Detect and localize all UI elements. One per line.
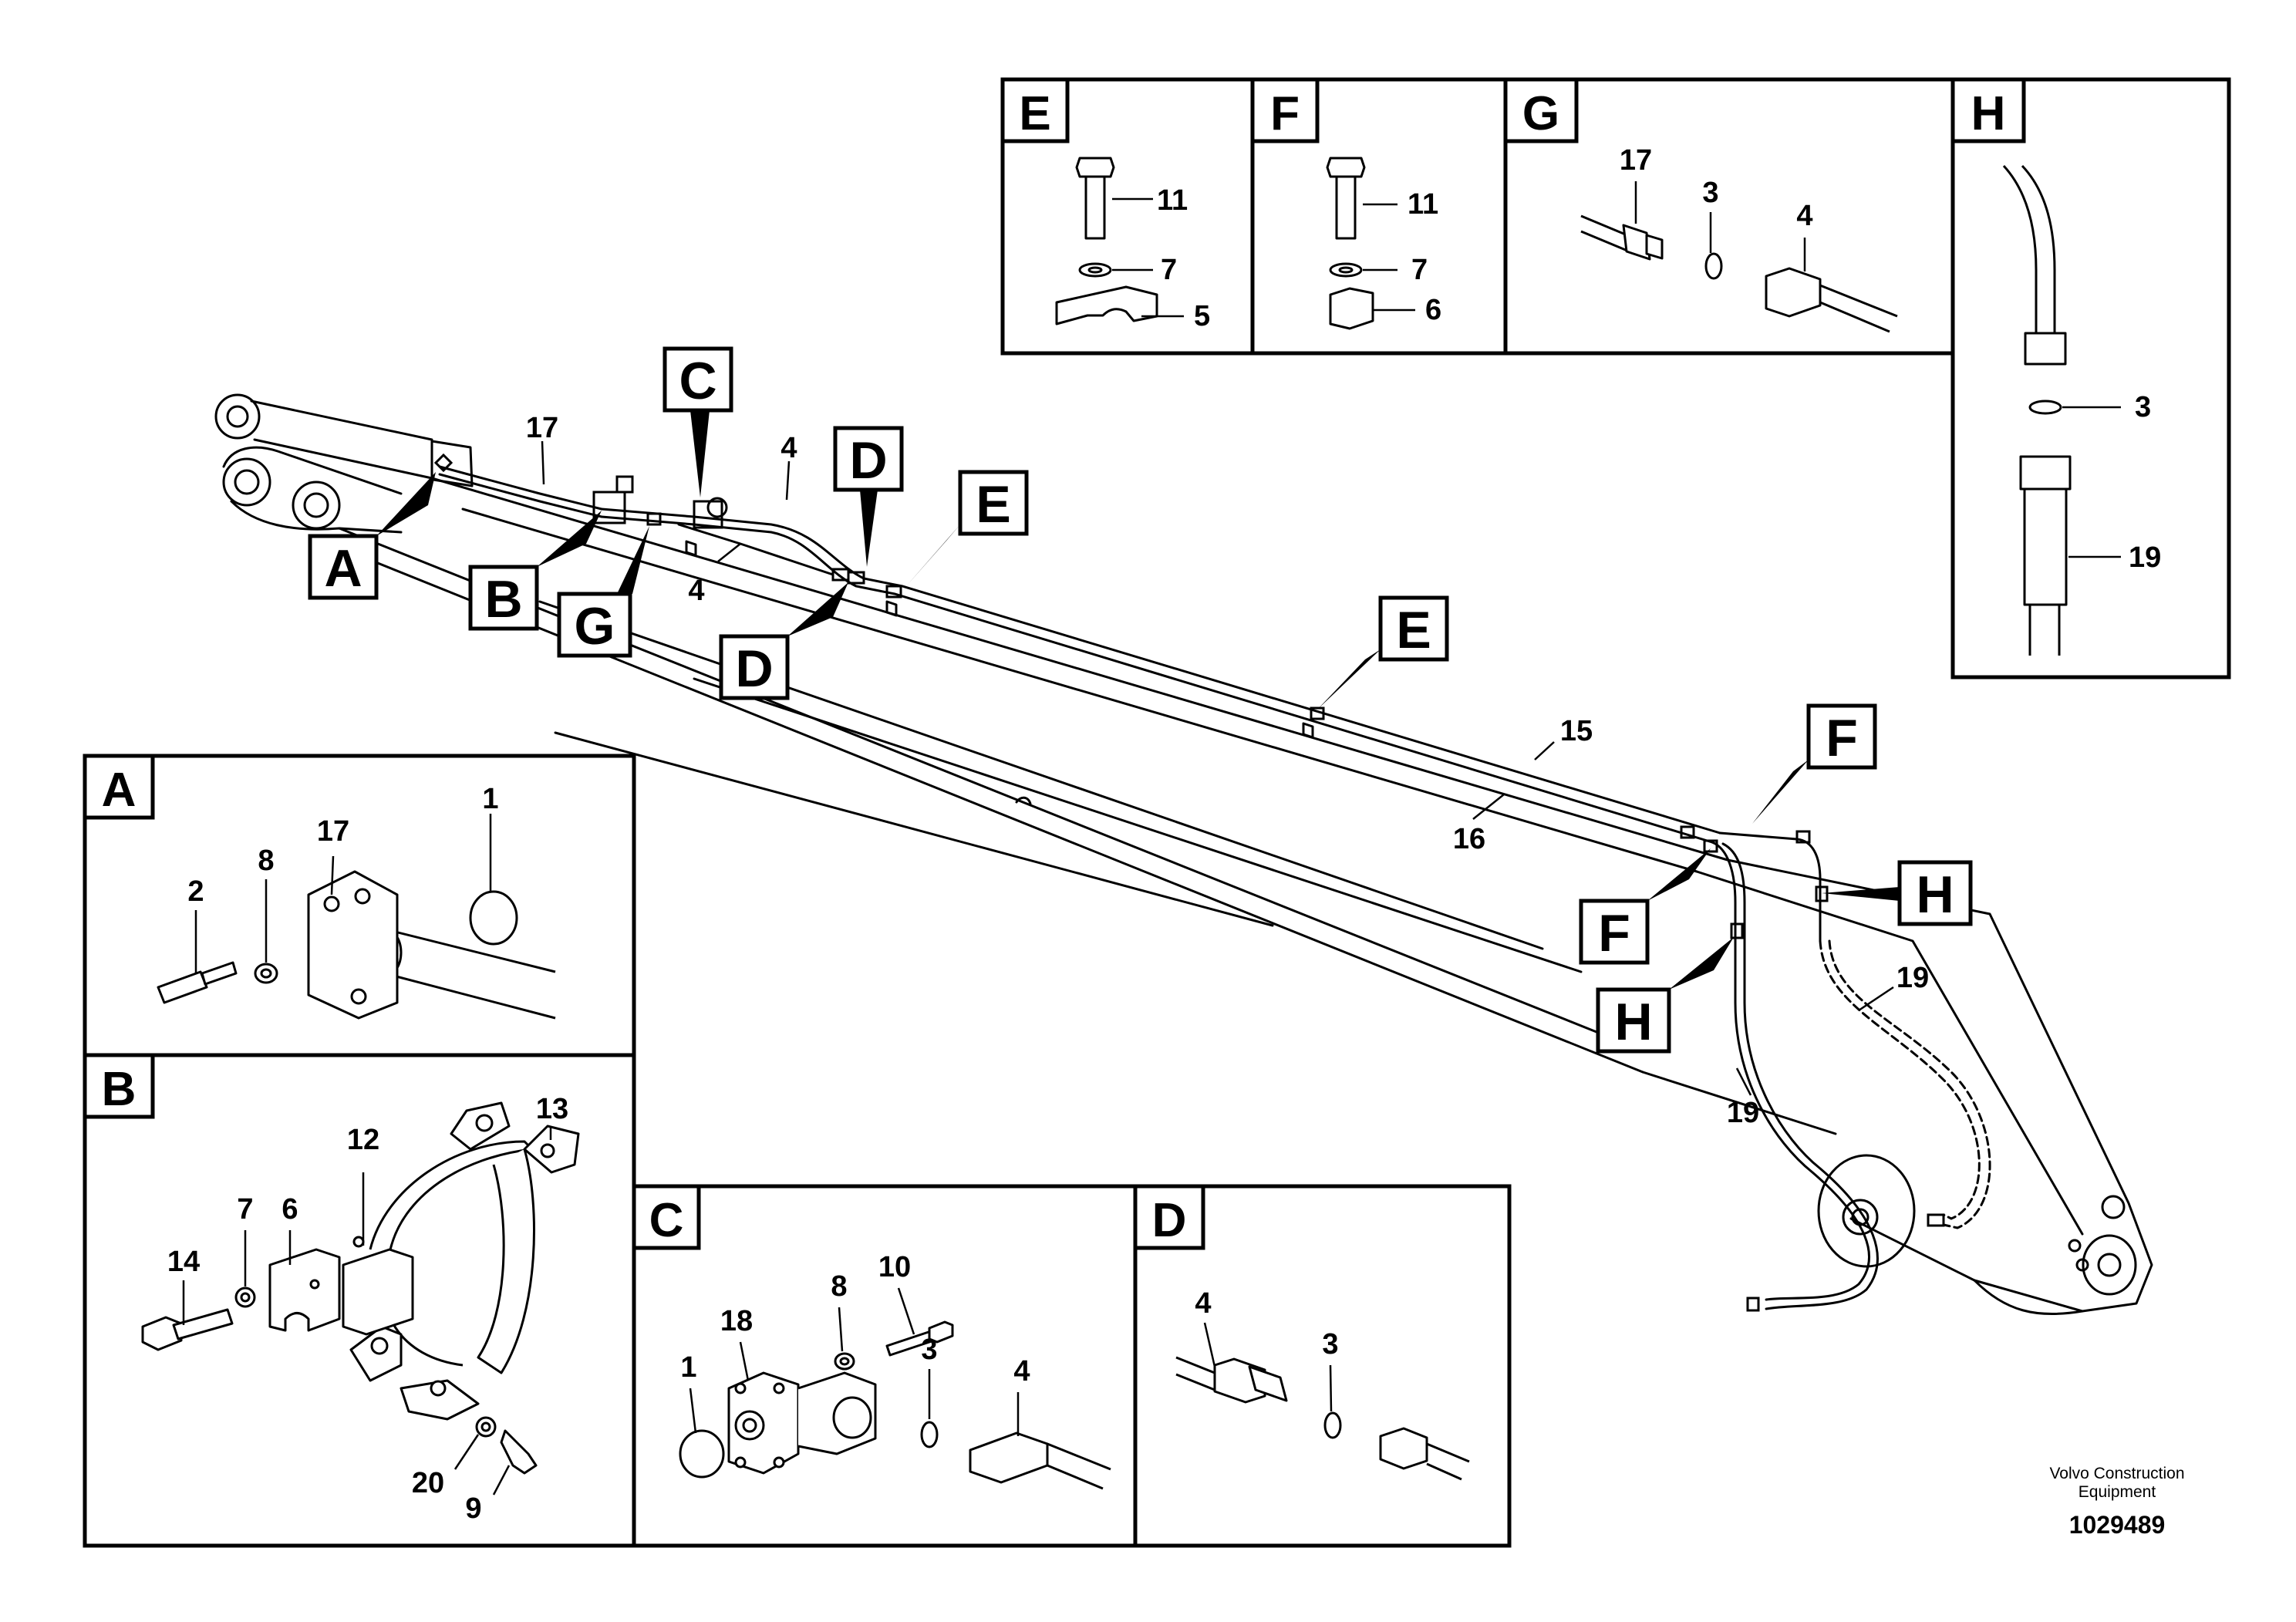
- panel-f-label-7: 7: [1411, 254, 1428, 286]
- panel-a-tag: A: [102, 764, 137, 817]
- panel-a-label-1: 1: [482, 783, 498, 815]
- panel-f-label-6: 6: [1425, 294, 1441, 326]
- panel-h-label-3: 3: [2135, 391, 2151, 423]
- panel-b-label-14: 14: [167, 1246, 200, 1278]
- callout-e-mid-label: E: [1396, 601, 1431, 659]
- hose-end-drawing: [2002, 164, 2072, 656]
- callout-e-mid: E: [1317, 595, 1449, 710]
- callout-g-label: G: [575, 597, 615, 656]
- callout-f-top: F: [1752, 703, 1877, 824]
- detail-panel-g: G 17 3 4: [1503, 77, 1955, 356]
- boom-assembly: [214, 393, 2153, 1316]
- detail-panel-d: D 4 3: [1133, 1184, 1512, 1548]
- panel-c-label-1: 1: [680, 1351, 696, 1384]
- callout-c: C: [663, 346, 733, 497]
- panel-e-tag: E: [1019, 87, 1050, 140]
- callout-d-bottom-label: D: [735, 639, 773, 698]
- panel-c-label-8: 8: [831, 1270, 847, 1303]
- detail-panel-a: A 1 8 17 2: [83, 754, 636, 1057]
- panel-d-label-3: 3: [1322, 1328, 1338, 1361]
- panel-b-label-6: 6: [282, 1193, 298, 1226]
- label-19-right: 19: [1896, 962, 1929, 994]
- panel-b-label-20: 20: [412, 1467, 444, 1499]
- panel-e-label-5: 5: [1194, 300, 1210, 332]
- callout-b: B: [468, 511, 602, 631]
- panel-h-tag: H: [1971, 87, 2006, 140]
- main-part-numbers: 17 4 4 15 16 19 19: [526, 412, 1929, 1129]
- union-drawing: [1175, 1356, 1470, 1481]
- panel-a-label-17: 17: [317, 815, 349, 848]
- panel-c-label-18: 18: [720, 1305, 753, 1337]
- callout-d-top-label: D: [849, 431, 887, 490]
- label-17: 17: [526, 412, 558, 444]
- callout-h-right-label: H: [1916, 865, 1954, 924]
- label-15: 15: [1560, 715, 1593, 747]
- clamp-drawing: [141, 1101, 580, 1475]
- panel-g-label-4: 4: [1796, 200, 1812, 232]
- panel-h-label-19: 19: [2129, 541, 2161, 574]
- bolt-11-drawing: [1055, 157, 1158, 325]
- panel-b-label-9: 9: [465, 1492, 481, 1525]
- hydraulic-tubes: [433, 453, 1991, 1312]
- label-4-lower: 4: [688, 575, 704, 607]
- panel-a-label-2: 2: [187, 875, 204, 908]
- panel-a-label-8: 8: [258, 845, 274, 877]
- panel-g-label-3: 3: [1702, 177, 1718, 209]
- label-19-left: 19: [1727, 1097, 1759, 1129]
- brand-line-2: Equipment: [2079, 1483, 2156, 1501]
- callout-h-right: H: [1822, 860, 1973, 926]
- footer-credit: Volvo Construction Equipment 1029489: [2049, 1465, 2184, 1539]
- callout-e-top-label: E: [976, 475, 1010, 534]
- flange-drawing: [157, 870, 556, 1020]
- callout-d-bottom: D: [719, 582, 848, 700]
- callout-b-label: B: [484, 570, 522, 629]
- callout-e-top: E: [906, 470, 1029, 586]
- callout-h-left: H: [1596, 937, 1734, 1054]
- callout-d-top: D: [833, 426, 904, 567]
- swivel-block-drawing: [679, 1320, 1111, 1490]
- callout-h-left-label: H: [1614, 993, 1652, 1051]
- callout-g: G: [557, 526, 649, 658]
- callout-tags: A B G C D D: [308, 346, 1973, 1054]
- label-16: 16: [1453, 823, 1485, 855]
- detail-panel-f: F 11 7 6: [1250, 77, 1508, 356]
- callout-c-label: C: [679, 352, 716, 410]
- detail-panel-b: B: [83, 1053, 636, 1548]
- panel-g-label-17: 17: [1620, 144, 1652, 177]
- label-4-upper: 4: [781, 432, 797, 464]
- bolt-11-drawing: [1326, 157, 1374, 330]
- panel-b-label-7: 7: [237, 1193, 253, 1226]
- panel-d-tag: D: [1152, 1194, 1187, 1247]
- fitting-drawing: [1580, 214, 1898, 333]
- detail-panel-c: C 8: [632, 1184, 1138, 1548]
- detail-panel-h: H 3 19: [1950, 77, 2231, 679]
- callout-f-bottom: F: [1579, 848, 1711, 965]
- panel-c-tag: C: [649, 1194, 684, 1247]
- panel-e-label-11: 11: [1157, 184, 1188, 217]
- panel-b-label-13: 13: [536, 1093, 568, 1125]
- panel-b-tag: B: [102, 1063, 137, 1116]
- brand-line-1: Volvo Construction: [2049, 1465, 2184, 1482]
- panel-d-label-4: 4: [1195, 1287, 1211, 1320]
- panel-c-label-4: 4: [1013, 1355, 1030, 1388]
- callout-a: A: [308, 472, 436, 600]
- panel-e-label-7: 7: [1161, 254, 1177, 286]
- panel-f-tag: F: [1270, 87, 1300, 140]
- document-number: 1029489: [2069, 1511, 2166, 1539]
- panel-c-label-3: 3: [921, 1334, 937, 1366]
- detail-panel-e: E 11 7 5: [1000, 77, 1255, 356]
- panel-g-tag: G: [1522, 87, 1559, 140]
- panel-c-label-10: 10: [878, 1251, 911, 1283]
- callout-a-label: A: [324, 539, 362, 598]
- callout-f-bottom-label: F: [1598, 904, 1630, 963]
- callout-f-top-label: F: [1826, 709, 1858, 767]
- panel-f-label-11: 11: [1408, 188, 1438, 221]
- panel-b-label-12: 12: [347, 1124, 379, 1156]
